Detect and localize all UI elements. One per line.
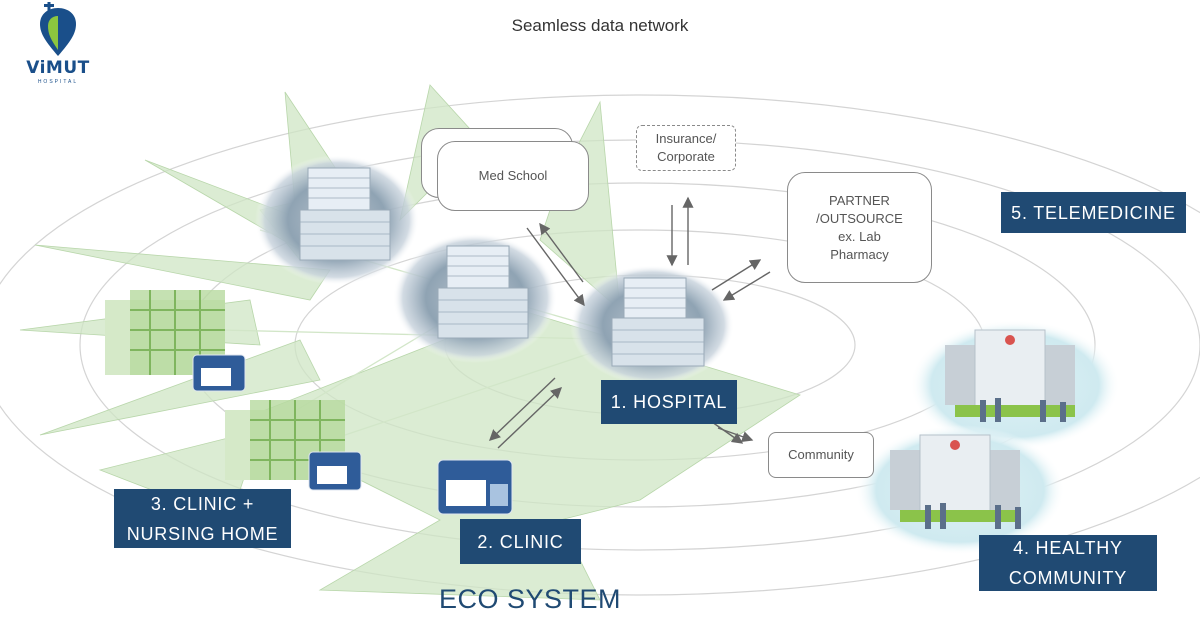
hospital-label: 1. HOSPITAL xyxy=(601,380,737,424)
vimut-logo: ViMUT HOSPITAL xyxy=(18,1,98,88)
nursing-home-image-2 xyxy=(225,400,362,491)
clinic-label: 2. CLINIC xyxy=(460,519,581,564)
arrow-clinic-to-hospital xyxy=(497,387,563,449)
arrow-hospital-to-community-2 xyxy=(717,427,754,443)
page-title: Seamless data network xyxy=(511,16,689,35)
med-school-label: Med School xyxy=(478,168,548,183)
data-flow-arrows xyxy=(488,196,771,449)
partner-outsource-box: PARTNER /OUTSOURCE ex. Lab Pharmacy xyxy=(787,172,932,283)
arrow-medschool-to-hospital xyxy=(526,227,585,307)
clinic-image xyxy=(437,459,513,515)
clinic-nursing-home-label: 3. CLINIC + NURSING HOME xyxy=(114,489,291,548)
community-label: Community xyxy=(788,447,854,462)
hospital-building-image-2 xyxy=(393,233,557,363)
partner-outsource-label: PARTNER /OUTSOURCE ex. Lab Pharmacy xyxy=(816,192,903,262)
arrow-hospital-to-partner xyxy=(711,259,762,291)
arrow-partner-to-hospital xyxy=(722,271,771,301)
logo-pin-icon xyxy=(40,1,76,56)
community-box: Community xyxy=(768,432,874,478)
healthy-community-image-2 xyxy=(855,425,1065,555)
logo-subtitle: HOSPITAL xyxy=(37,79,79,85)
insurance-corporate-box: Insurance/ Corporate xyxy=(636,125,736,171)
hospital-building-image-main xyxy=(570,265,734,385)
logo-wordmark: ViMUT xyxy=(26,58,90,78)
arrow-hospital-to-community-1 xyxy=(711,421,744,444)
insurance-corporate-label: Insurance/ Corporate xyxy=(655,131,717,164)
nursing-home-image-1 xyxy=(105,290,246,392)
telemedicine-label: 5. TELEMEDICINE xyxy=(1001,192,1186,233)
hospital-building-image-1 xyxy=(255,155,419,285)
healthy-community-image-1 xyxy=(910,320,1120,450)
healthy-community-label: 4. HEALTHY COMMUNITY xyxy=(979,535,1157,591)
med-school-box: Med School xyxy=(437,141,589,211)
ecosystem-title: ECO SYSTEM xyxy=(438,584,622,614)
orbit-ring-outer xyxy=(0,94,1200,596)
arrow-hospital-to-clinic xyxy=(488,377,556,441)
arrow-hospital-to-medschool xyxy=(539,222,584,283)
